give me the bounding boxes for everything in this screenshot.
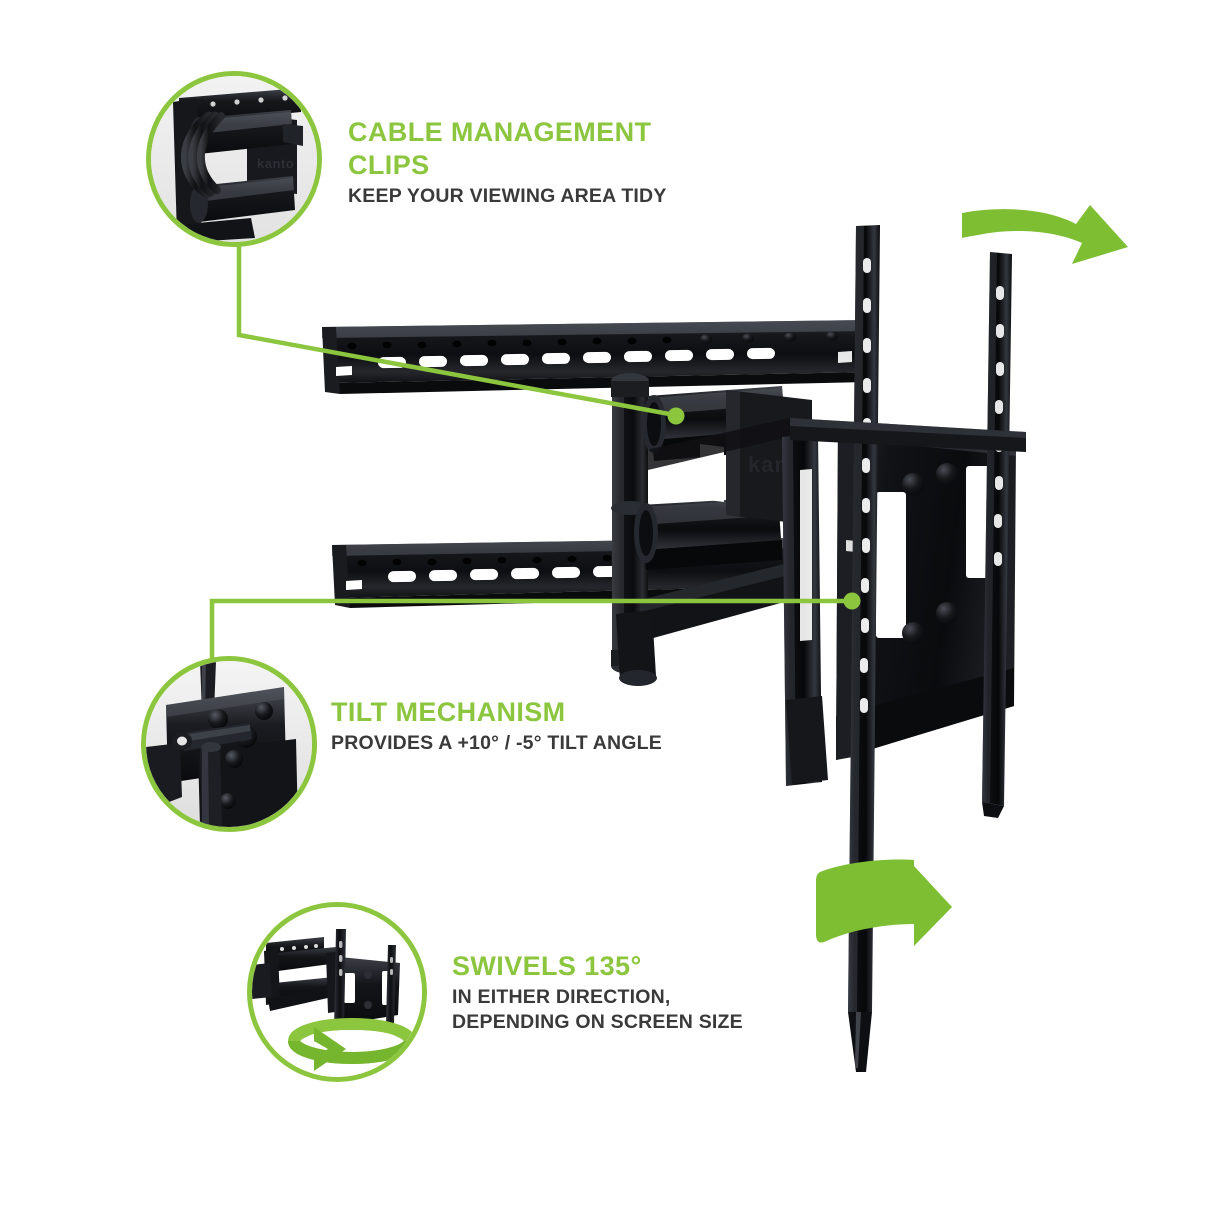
- cable-management-photo: kanto: [151, 76, 317, 242]
- callout-title-cable-management: CABLE MANAGEMENT CLIPS: [348, 117, 652, 180]
- callout-text-cable-management: CABLE MANAGEMENT CLIPS KEEP YOUR VIEWING…: [348, 116, 667, 209]
- callout-title-tilt-mechanism: TILT MECHANISM: [331, 697, 566, 727]
- leader-tilt-mechanism: [209, 592, 861, 675]
- callout-circle-tilt-mechanism: [141, 656, 317, 832]
- tilt-mechanism-photo: [146, 661, 312, 827]
- callout-subtitle-swivel: IN EITHER DIRECTION, DEPENDING ON SCREEN…: [452, 985, 743, 1034]
- callout-text-tilt-mechanism: TILT MECHANISM PROVIDES A +10° / -5° TIL…: [331, 696, 662, 756]
- leader-cable-management: [236, 242, 685, 425]
- vertical-tv-rail-right: [982, 252, 1012, 818]
- leader-endpoint-dot-tilt: [843, 592, 861, 610]
- rotation-arrow-icon: [288, 1018, 416, 1071]
- callout-subtitle-tilt-mechanism: PROVIDES A +10° / -5° TILT ANGLE: [331, 731, 662, 754]
- swivel-illustration: [252, 907, 422, 1077]
- callout-text-swivel: SWIVELS 135° IN EITHER DIRECTION, DEPEND…: [452, 950, 743, 1036]
- callout-title-swivel: SWIVELS 135°: [452, 951, 642, 981]
- callout-subtitle-cable-management: KEEP YOUR VIEWING AREA TIDY: [348, 184, 667, 207]
- leader-endpoint-dot-cable: [667, 407, 685, 425]
- vertical-tv-rail-left: [848, 225, 880, 1072]
- bottom-swivel-arrow-icon: [816, 859, 952, 946]
- tv-frame-crossbar: [790, 418, 1026, 452]
- upper-tv-bracket-rail: [322, 320, 868, 394]
- svg-text:kanto: kanto: [257, 156, 294, 171]
- top-swing-arrow-icon: [962, 205, 1128, 264]
- callout-circle-swivel: [247, 902, 427, 1082]
- callout-circle-cable-management: kanto: [146, 71, 322, 247]
- swivel-post: [782, 433, 828, 786]
